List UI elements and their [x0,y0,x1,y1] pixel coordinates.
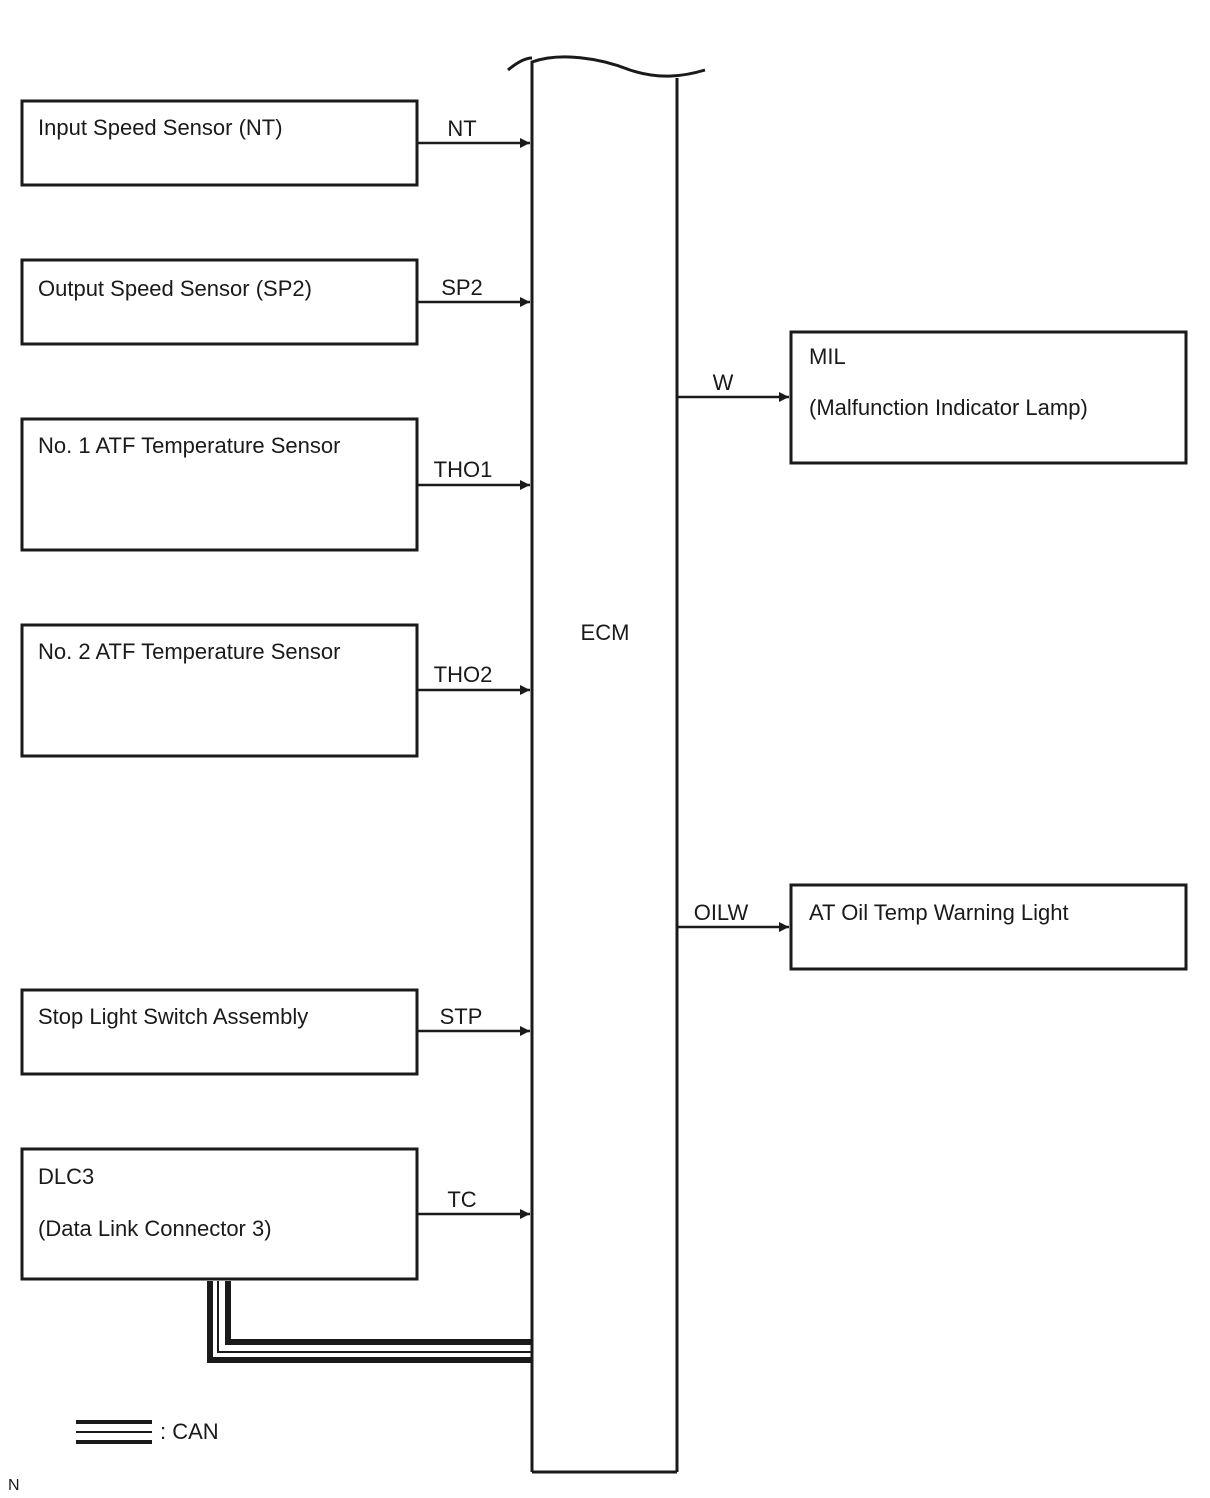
oil-temp-warning-block: AT Oil Temp Warning Light [789,883,1188,971]
signal-tho2: THO2 [417,662,530,695]
dlc3-block: DLC3 (Data Link Connector 3) [20,1147,419,1281]
signal-tho1-label: THO1 [434,457,493,482]
output-speed-sensor-label: Output Speed Sensor (SP2) [38,276,312,301]
signal-tho2-label: THO2 [434,662,493,687]
signal-tc: TC [417,1187,530,1219]
signal-nt-label: NT [447,116,476,141]
oil-temp-warning-label: AT Oil Temp Warning Light [809,900,1069,925]
mil-sublabel: (Malfunction Indicator Lamp) [809,395,1088,420]
signal-nt: NT [417,116,530,148]
output-speed-sensor-block: Output Speed Sensor (SP2) [20,258,419,346]
atf-temp-sensor-1-block: No. 1 ATF Temperature Sensor [20,417,419,552]
input-speed-sensor-block: Input Speed Sensor (NT) [20,99,419,187]
signal-sp2-label: SP2 [441,275,483,300]
dlc3-sublabel: (Data Link Connector 3) [38,1216,272,1241]
ecm-label: ECM [581,620,630,645]
stop-light-switch-label: Stop Light Switch Assembly [38,1004,308,1029]
signal-stp: STP [417,1004,530,1036]
can-legend: : CAN [76,1419,219,1444]
signal-tho1: THO1 [417,457,530,490]
can-legend-label: : CAN [160,1419,219,1444]
signal-w: W [677,370,789,402]
atf-temp-sensor-1-label: No. 1 ATF Temperature Sensor [38,433,340,458]
atf-temp-sensor-2-block: No. 2 ATF Temperature Sensor [20,623,419,758]
mil-block: MIL (Malfunction Indicator Lamp) [789,330,1188,465]
signal-sp2: SP2 [417,275,530,307]
atf-temp-sensor-2-label: No. 2 ATF Temperature Sensor [38,639,340,664]
stop-light-switch-block: Stop Light Switch Assembly [20,988,419,1076]
signal-stp-label: STP [440,1004,483,1029]
input-speed-sensor-label: Input Speed Sensor (NT) [38,115,283,140]
mil-label: MIL [809,344,846,369]
signal-oilw-label: OILW [694,900,749,925]
ecm-block: ECM [507,55,706,1474]
corner-mark: N [8,1477,20,1494]
signal-tc-label: TC [447,1187,476,1212]
dlc3-label: DLC3 [38,1164,94,1189]
signal-w-label: W [713,370,734,395]
signal-oilw: OILW [677,900,789,932]
can-bus-line [207,1281,532,1363]
